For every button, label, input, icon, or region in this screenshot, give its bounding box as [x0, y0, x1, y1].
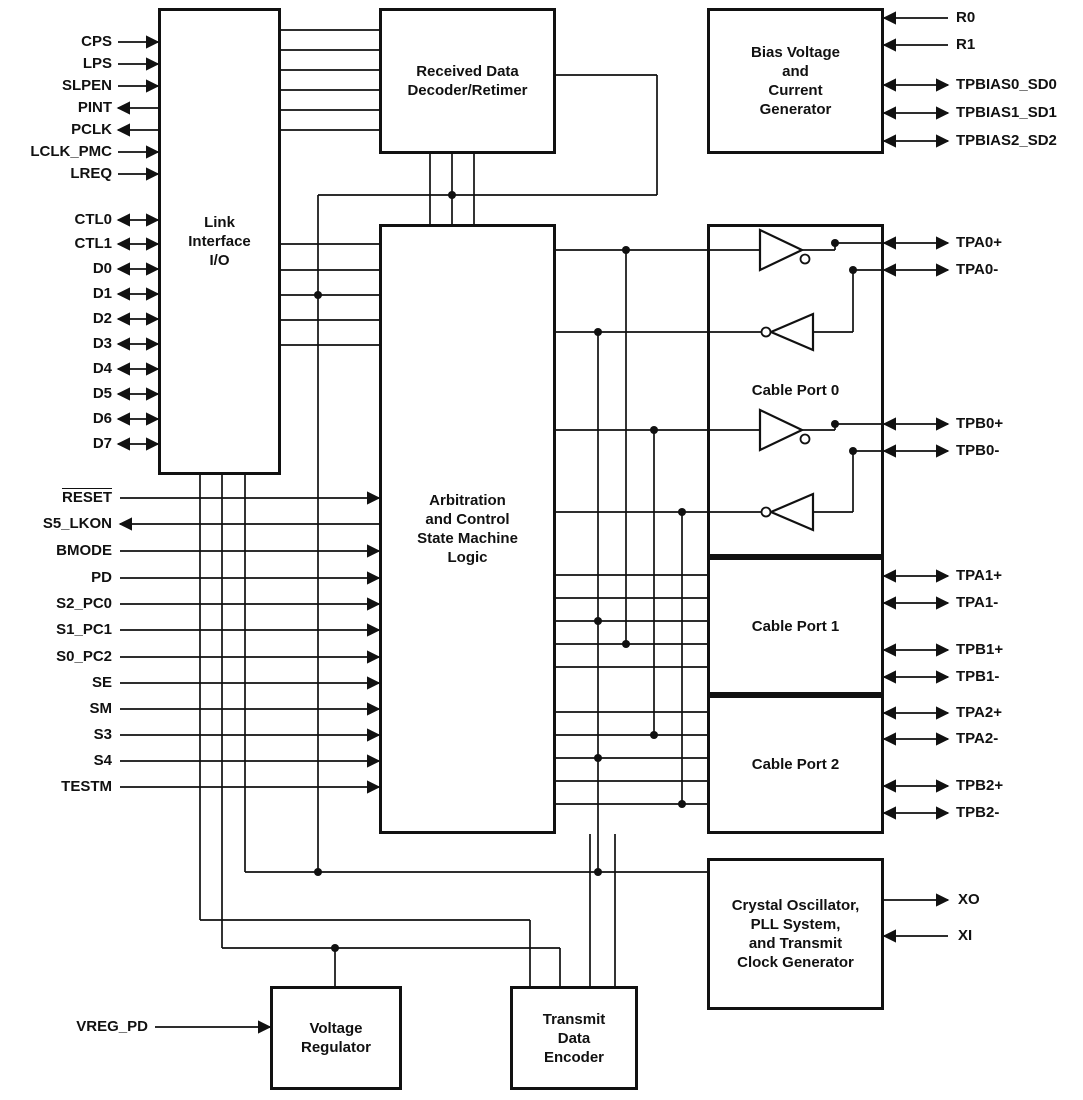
signal-label-xi: XI	[958, 927, 973, 944]
signal-label-d6: D6	[92, 410, 112, 427]
signal-label-reset: RESET	[61, 489, 112, 506]
signal-label-tpb1-plus: TPB1+	[956, 641, 1004, 658]
block-arbitration-state-machine-label: Arbitration and Control State Machine Lo…	[417, 492, 518, 566]
signal-label-s1-pc1: S1_PC1	[56, 621, 112, 638]
block-cable-port-2-label: Cable Port 2	[751, 756, 840, 773]
signal-label-sm: SM	[89, 700, 113, 717]
block-bias-voltage-generator-label: Bias Voltage and Current Generator	[751, 44, 840, 118]
signal-label-se: SE	[91, 674, 112, 691]
signal-label-tpb0-minus: TPB0-	[956, 442, 1000, 459]
signal-label-tpa1-plus: TPA1+	[956, 567, 1002, 584]
block-crystal-oscillator-pll: Crystal Oscillator, PLL System, and Tran…	[707, 858, 884, 1010]
signal-label-d1: D1	[92, 285, 112, 302]
block-cable-port-2: Cable Port 2	[707, 695, 884, 834]
signal-label-tpa2-minus: TPA2-	[956, 730, 999, 747]
signal-label-xo: XO	[958, 891, 980, 908]
signal-label-d5: D5	[92, 385, 112, 402]
signal-label-ctl0: CTL0	[74, 211, 113, 228]
signal-label-tpa1-minus: TPA1-	[956, 594, 999, 611]
signal-label-tpb2-plus: TPB2+	[956, 777, 1004, 794]
block-link-interface-io-label: Link Interface I/O	[188, 214, 251, 269]
signal-label-pd: PD	[91, 569, 112, 586]
signal-label-bmode: BMODE	[56, 542, 112, 559]
block-crystal-oscillator-pll-label: Crystal Oscillator, PLL System, and Tran…	[731, 897, 860, 971]
block-cable-port-0: Cable Port 0	[707, 224, 884, 557]
signal-label-r1: R1	[956, 36, 976, 53]
signal-label-d2: D2	[92, 310, 112, 327]
signal-label-s2-pc0: S2_PC0	[56, 595, 112, 612]
signal-label-tpb1-minus: TPB1-	[956, 668, 1000, 685]
signal-label-d7: D7	[92, 435, 112, 452]
block-link-interface-io: Link Interface I/O	[158, 8, 281, 475]
signal-label-pclk: PCLK	[71, 121, 112, 138]
signal-label-lreq: LREQ	[70, 165, 112, 182]
signal-label-ctl1: CTL1	[74, 235, 113, 252]
signal-label-d0: D0	[92, 260, 112, 277]
block-arbitration-state-machine: Arbitration and Control State Machine Lo…	[379, 224, 556, 834]
signal-label-cps: CPS	[81, 33, 112, 50]
block-cable-port-0-label: Cable Port 0	[751, 382, 840, 399]
signal-label-tpbias1-sd1: TPBIAS1_SD1	[956, 104, 1057, 121]
block-received-data-decoder: Received Data Decoder/Retimer	[379, 8, 556, 154]
block-voltage-regulator-label: Voltage Regulator	[300, 1020, 371, 1056]
signal-label-tpb2-minus: TPB2-	[956, 804, 1000, 821]
signal-label-tpa0-plus: TPA0+	[956, 234, 1002, 251]
signal-label-s4: S4	[93, 752, 112, 769]
signal-label-tpbias0-sd0: TPBIAS0_SD0	[956, 76, 1057, 93]
block-received-data-decoder-label: Received Data Decoder/Retimer	[407, 63, 528, 99]
signal-label-s0-pc2: S0_PC2	[56, 648, 112, 665]
block-voltage-regulator: Voltage Regulator	[270, 986, 402, 1090]
signal-label-d3: D3	[92, 335, 112, 352]
signal-label-testm: TESTM	[61, 778, 112, 795]
signal-label-tpb0-plus: TPB0+	[956, 415, 1004, 432]
block-transmit-data-encoder: Transmit Data Encoder	[510, 986, 638, 1090]
signal-label-r0: R0	[956, 9, 976, 26]
signal-label-pint: PINT	[77, 99, 112, 116]
signal-label-tpbias2-sd2: TPBIAS2_SD2	[956, 132, 1057, 149]
signal-label-tpa0-minus: TPA0-	[956, 261, 999, 278]
block-cable-port-1-label: Cable Port 1	[751, 617, 840, 635]
signal-label-lclk-pmc: LCLK_PMC	[30, 143, 112, 160]
block-transmit-data-encoder-label: Transmit Data Encoder	[542, 1010, 606, 1066]
signal-label-vreg-pd: VREG_PD	[76, 1018, 148, 1035]
signal-label-s3: S3	[93, 726, 112, 743]
block-bias-voltage-generator: Bias Voltage and Current Generator	[707, 8, 884, 154]
signal-label-slpen: SLPEN	[61, 77, 112, 94]
block-cable-port-1: Cable Port 1	[707, 557, 884, 695]
signal-label-tpa2-plus: TPA2+	[956, 704, 1002, 721]
signal-label-lps: LPS	[82, 55, 112, 72]
signal-label-d4: D4	[92, 360, 112, 377]
signal-label-s5-lkon: S5_LKON	[42, 515, 112, 532]
